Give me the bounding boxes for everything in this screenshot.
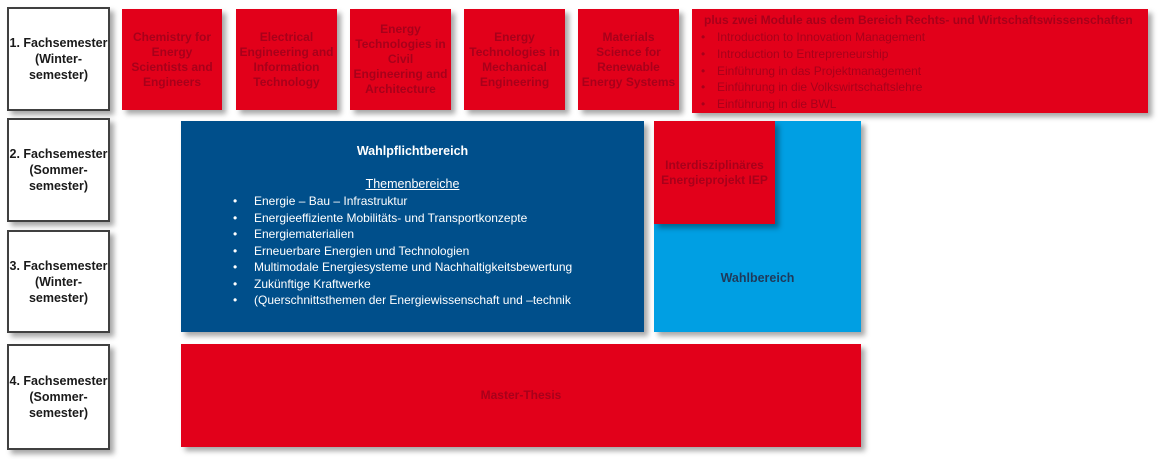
module-label-line: Technologies in bbox=[355, 37, 446, 51]
module-label-line: Energy Systems bbox=[581, 74, 676, 89]
module-label-line: Engineers bbox=[142, 74, 201, 89]
elective-area: Wahlpflichtbereich Themenbereiche Energi… bbox=[181, 121, 644, 332]
semester-number: 1. Fachsemester bbox=[9, 36, 108, 50]
semester-1-label: 1. Fachsemester (Winter- semester) bbox=[7, 7, 110, 111]
module-label-line: Technology bbox=[253, 74, 320, 89]
elective-topics-list: Energie – Bau – Infrastruktur Energieeff… bbox=[233, 193, 572, 309]
module-label-line: Civil bbox=[387, 52, 414, 66]
semester-number: 2. Fachsemester bbox=[9, 147, 108, 161]
module-label-line: Information bbox=[253, 59, 320, 74]
module-label: Materials Science for Renewable Energy S… bbox=[582, 30, 675, 90]
semester-term: semester) bbox=[28, 179, 89, 193]
list-item: Erneuerbare Energien und Technologien bbox=[233, 243, 572, 260]
additional-modules-heading: plus zwei Module aus dem Bereich Rechts-… bbox=[704, 13, 1133, 27]
module-label-line: Architecture bbox=[365, 82, 436, 96]
module-energy-civil: Energy Technologies in Civil Engineering… bbox=[350, 9, 451, 110]
module-label: Energy Technologies in Civil Engineering… bbox=[353, 22, 447, 97]
module-label-line: Energieprojekt IEP bbox=[661, 172, 768, 187]
semester-term: (Sommer- bbox=[29, 163, 88, 177]
additional-modules-box: plus zwei Module aus dem Bereich Rechts-… bbox=[692, 9, 1148, 113]
list-item: Einführung in das Projektmanagement bbox=[698, 63, 1142, 80]
module-label-line: Interdisziplinäres bbox=[665, 157, 764, 172]
optional-area-label: Wahlbereich bbox=[720, 271, 795, 285]
module-label-line: Engineering and bbox=[239, 44, 334, 59]
semester-number: 4. Fachsemester bbox=[9, 374, 108, 388]
semester-2-label: 2. Fachsemester (Sommer- semester) bbox=[7, 118, 110, 222]
module-label-line: Technologies in bbox=[469, 44, 560, 59]
semester-term: (Sommer- bbox=[29, 390, 88, 404]
module-label-line: Engineering and bbox=[353, 67, 448, 81]
elective-area-subtitle: Themenbereiche bbox=[365, 177, 460, 191]
list-item: (Querschnittsthemen der Energiewissensch… bbox=[233, 292, 572, 309]
module-label-line: Energy bbox=[380, 22, 421, 36]
master-thesis-label: Master-Thesis bbox=[480, 388, 562, 402]
module-energy-mechanical: Energy Technologies in Mechanical Engine… bbox=[464, 9, 565, 110]
module-label-line: Mechanical bbox=[482, 59, 547, 74]
list-item: Zukünftige Kraftwerke bbox=[233, 276, 572, 293]
semester-3-label: 3. Fachsemester (Winter- semester) bbox=[7, 230, 110, 333]
module-label-line: Electrical bbox=[259, 29, 314, 44]
list-item: Energie – Bau – Infrastruktur bbox=[233, 193, 572, 210]
module-electrical-engineering: Electrical Engineering and Information T… bbox=[236, 9, 337, 110]
module-label: Electrical Engineering and Information T… bbox=[239, 30, 333, 90]
list-item: Einführung in die Volkswirtschaftslehre bbox=[698, 79, 1142, 96]
additional-modules-list: Introduction to Innovation Management In… bbox=[698, 29, 1142, 113]
semester-term: semester) bbox=[28, 406, 89, 420]
module-label-line: Materials bbox=[602, 29, 655, 44]
master-thesis: Master-Thesis bbox=[181, 344, 861, 447]
module-label-line: Energy bbox=[494, 29, 535, 44]
module-chemistry: Chemistry for Energy Scientists and Engi… bbox=[122, 9, 222, 110]
module-label: Interdisziplinäres Energieprojekt IEP bbox=[661, 158, 768, 188]
module-label-line: Scientists and bbox=[131, 59, 213, 74]
module-label-line: Engineering bbox=[479, 74, 550, 89]
semester-term: (Winter- bbox=[34, 52, 83, 66]
module-label-line: Chemistry for bbox=[132, 29, 211, 44]
list-item: Introduction to Innovation Management bbox=[698, 29, 1142, 46]
module-label-line: Renewable bbox=[597, 59, 660, 74]
module-label-line: Energy bbox=[151, 44, 193, 59]
semester-term: semester) bbox=[28, 68, 89, 82]
list-item: Einführung in die BWL bbox=[698, 96, 1142, 113]
module-label-line: Science for bbox=[596, 44, 661, 59]
list-item: Introduction to Entrepreneurship bbox=[698, 46, 1142, 63]
list-item: Energieeffiziente Mobilitäts- und Transp… bbox=[233, 210, 572, 227]
semester-4-label: 4. Fachsemester (Sommer- semester) bbox=[7, 344, 110, 450]
semester-term: (Winter- bbox=[34, 274, 83, 289]
module-materials-science: Materials Science for Renewable Energy S… bbox=[578, 9, 679, 110]
semester-number: 3. Fachsemester bbox=[9, 258, 108, 273]
elective-area-title: Wahlpflichtbereich bbox=[356, 144, 469, 158]
semester-term: semester) bbox=[28, 290, 89, 305]
list-item: Energiematerialien bbox=[233, 226, 572, 243]
module-label: Chemistry for Energy Scientists and Engi… bbox=[131, 30, 212, 90]
module-label: Energy Technologies in Mechanical Engine… bbox=[469, 30, 559, 90]
iep-module: Interdisziplinäres Energieprojekt IEP bbox=[654, 121, 775, 224]
list-item: Multimodale Energiesysteme und Nachhalti… bbox=[233, 259, 572, 276]
